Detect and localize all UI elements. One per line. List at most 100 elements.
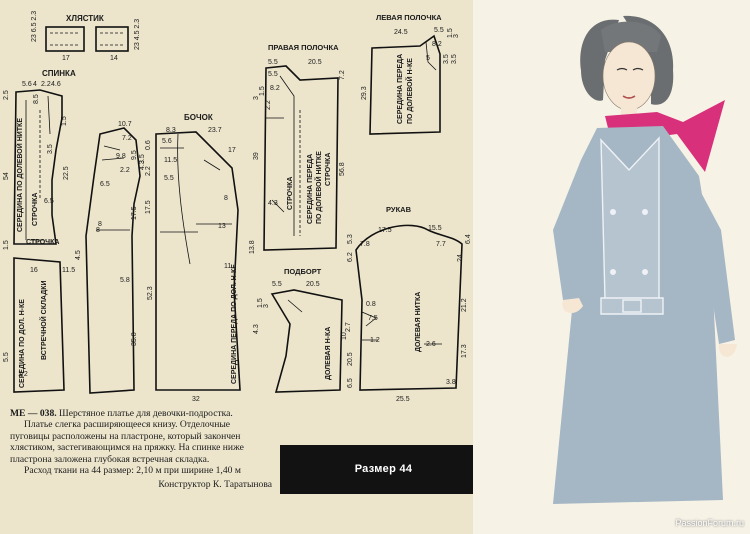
svg-text:25.5: 25.5 — [396, 396, 410, 403]
svg-text:СЕРЕДИНА ПЕРЕДА: СЕРЕДИНА ПЕРЕДА — [307, 154, 314, 224]
svg-text:24.5: 24.5 — [394, 29, 408, 36]
svg-text:2.2: 2.2 — [120, 167, 130, 174]
svg-text:7.2: 7.2 — [339, 70, 346, 80]
svg-text:СТРОЧКА: СТРОЧКА — [32, 193, 39, 226]
svg-text:ДОЛЕВАЯ Н-КА: ДОЛЕВАЯ Н-КА — [325, 327, 332, 380]
svg-text:7.7: 7.7 — [436, 241, 446, 248]
svg-text:3.8: 3.8 — [446, 379, 456, 386]
svg-text:3: 3 — [453, 34, 460, 38]
fashion-illustration — [473, 0, 750, 534]
svg-text:5.5: 5.5 — [434, 27, 444, 34]
description-body: Платье слегка расширяющееся книзу. Отдел… — [10, 419, 244, 465]
svg-text:СТРОЧКА: СТРОЧКА — [26, 239, 59, 246]
description-title: Шерстяное платье для девочки-подростка. — [59, 408, 233, 419]
side-title: БОЧОК — [184, 113, 213, 122]
svg-text:6.4: 6.4 — [465, 234, 472, 244]
svg-text:13.8: 13.8 — [249, 240, 256, 254]
svg-text:16: 16 — [30, 267, 38, 274]
svg-text:1.5: 1.5 — [61, 116, 68, 126]
svg-text:2.2: 2.2 — [265, 100, 272, 110]
facing-piece: ПОДБОРТ 5.5 20.5 1.5 3 4.3 10 ДОЛЕВАЯ Н-… — [253, 267, 348, 393]
svg-text:22.5: 22.5 — [63, 166, 70, 180]
svg-text:1.2: 1.2 — [370, 337, 380, 344]
svg-text:ПО ДОЛЕВОЙ НИТКЕ: ПО ДОЛЕВОЙ НИТКЕ — [314, 151, 323, 224]
svg-text:7.2: 7.2 — [122, 135, 132, 142]
svg-text:8.5: 8.5 — [33, 94, 40, 104]
size-label: Размер 44 — [354, 463, 413, 475]
svg-text:4.6: 4.6 — [51, 81, 61, 88]
svg-text:5.8: 5.8 — [120, 277, 130, 284]
back-piece: СПИНКА 5.6 4 2.2 4.6 2.5 8.5 1.5 6.5 22.… — [3, 69, 76, 393]
svg-text:23.7: 23.7 — [208, 127, 222, 134]
svg-text:4.3: 4.3 — [253, 324, 260, 334]
svg-text:15.5: 15.5 — [428, 225, 442, 232]
svg-text:6.5: 6.5 — [347, 378, 354, 388]
svg-text:4.5: 4.5 — [75, 250, 82, 260]
svg-text:3.5: 3.5 — [443, 54, 450, 64]
svg-text:6.5: 6.5 — [44, 198, 54, 205]
svg-text:17: 17 — [62, 55, 70, 62]
svg-text:20.5: 20.5 — [306, 281, 320, 288]
svg-text:8.2: 8.2 — [270, 85, 280, 92]
svg-text:11: 11 — [224, 263, 231, 270]
svg-text:8: 8 — [224, 195, 228, 202]
svg-text:0.6: 0.6 — [145, 140, 152, 150]
svg-text:23 4.5 2.3: 23 4.5 2.3 — [134, 19, 141, 50]
svg-text:24: 24 — [457, 254, 464, 262]
svg-text:1.5: 1.5 — [259, 86, 266, 96]
svg-text:2.5: 2.5 — [3, 90, 10, 100]
svg-text:5.6: 5.6 — [22, 81, 32, 88]
left-front-title: ЛЕВАЯ ПОЛОЧКА — [376, 13, 442, 22]
svg-text:21.2: 21.2 — [461, 298, 468, 312]
svg-text:1.5: 1.5 — [447, 28, 454, 38]
facing-title: ПОДБОРТ — [284, 267, 322, 276]
svg-text:17.5: 17.5 — [131, 206, 138, 220]
right-front-piece: ПРАВАЯ ПОЛОЧКА 5.5 8.2 20.5 5.5 3 1.5 2.… — [253, 43, 346, 251]
svg-text:СЕРЕДИНА ПЕРЕДА: СЕРЕДИНА ПЕРЕДА — [397, 54, 404, 124]
svg-text:23 6.5 2.3: 23 6.5 2.3 — [31, 11, 38, 42]
svg-text:СТРОЧКА: СТРОЧКА — [325, 153, 332, 186]
svg-text:3: 3 — [263, 304, 270, 308]
svg-text:9.5: 9.5 — [131, 150, 138, 160]
svg-text:2.2: 2.2 — [145, 166, 152, 176]
svg-text:29.3: 29.3 — [361, 86, 368, 100]
svg-text:ДОЛЕВАЯ НИТКА: ДОЛЕВАЯ НИТКА — [415, 292, 422, 352]
sleeve-title: РУКАВ — [386, 205, 412, 214]
svg-text:3.5: 3.5 — [451, 54, 458, 64]
svg-text:11.5: 11.5 — [164, 157, 177, 164]
svg-text:5.5: 5.5 — [3, 352, 10, 362]
svg-text:4.3: 4.3 — [268, 200, 278, 207]
svg-text:5: 5 — [426, 55, 430, 62]
front-panel-piece: 8.3 23.7 5.6 11.5 5.5 17 0.6 3.5 2.2 8 1… — [139, 127, 256, 403]
svg-text:20.5: 20.5 — [308, 59, 322, 66]
svg-text:11.5: 11.5 — [62, 267, 75, 274]
svg-text:3.5: 3.5 — [139, 154, 146, 164]
svg-text:14: 14 — [110, 55, 118, 62]
svg-text:1.5: 1.5 — [257, 298, 264, 308]
svg-text:8.2: 8.2 — [432, 41, 442, 48]
svg-text:54: 54 — [3, 172, 10, 180]
svg-text:5.6: 5.6 — [162, 138, 172, 145]
svg-text:56.8: 56.8 — [339, 162, 346, 176]
svg-text:10.7: 10.7 — [118, 121, 132, 128]
svg-text:7.5: 7.5 — [368, 315, 378, 322]
svg-text:3.5: 3.5 — [47, 144, 54, 154]
svg-text:0.8: 0.8 — [366, 301, 376, 308]
svg-text:4: 4 — [33, 81, 37, 88]
svg-text:5.5: 5.5 — [164, 175, 174, 182]
svg-text:39: 39 — [253, 152, 260, 160]
svg-text:13: 13 — [218, 223, 226, 230]
svg-text:1.5: 1.5 — [3, 240, 10, 250]
svg-text:17: 17 — [228, 147, 236, 154]
svg-text:3: 3 — [253, 96, 260, 100]
site-watermark: PassionForum.ru — [675, 518, 744, 528]
svg-text:СЕРЕДИНА ПО ДОЛ. Н-КЕ: СЕРЕДИНА ПО ДОЛ. Н-КЕ — [19, 299, 26, 388]
svg-text:8.3: 8.3 — [166, 127, 176, 134]
pattern-sheet: ХЛЯСТИК 23 6.5 2.3 17 14 23 4.5 2.3 СПИН… — [3, 11, 472, 403]
svg-text:СТРОЧКА: СТРОЧКА — [287, 177, 294, 210]
svg-text:СЕРЕДИНА ПО ДОЛЕВОЙ НИТКЕ: СЕРЕДИНА ПО ДОЛЕВОЙ НИТКЕ — [15, 118, 24, 232]
svg-text:2.6: 2.6 — [426, 341, 436, 348]
svg-text:5.5: 5.5 — [268, 59, 278, 66]
svg-text:5.5: 5.5 — [268, 71, 278, 78]
